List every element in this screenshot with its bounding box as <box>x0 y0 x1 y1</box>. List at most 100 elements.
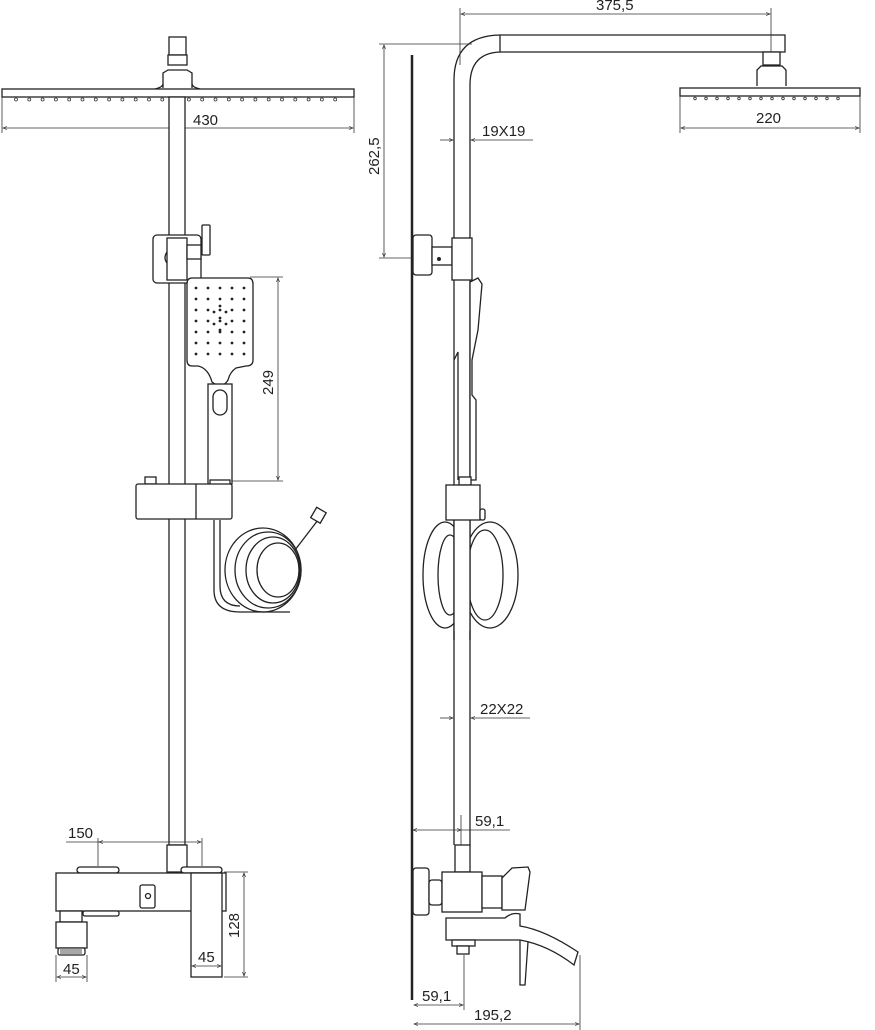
nozzle <box>133 97 138 102</box>
nozzle <box>770 96 774 101</box>
dim-label-45-handle: 45 <box>198 949 215 966</box>
spray-hole <box>206 297 210 301</box>
nozzle <box>213 97 218 102</box>
nozzle <box>54 97 58 102</box>
nozzle <box>737 96 741 101</box>
spray-hole <box>230 286 234 290</box>
spray-hole <box>218 316 222 320</box>
front-view: 430 249 <box>1 36 355 982</box>
shower-arm <box>453 34 786 845</box>
mixer-side <box>412 844 579 986</box>
side-shower-head <box>679 51 861 101</box>
dim-label-220: 220 <box>756 110 781 127</box>
dim-label-150: 150 <box>68 825 93 842</box>
nozzle <box>306 97 311 102</box>
dimension-upper-pipe: 19X19 <box>440 123 533 140</box>
hand-shower-side <box>453 277 483 481</box>
hose-coil <box>213 506 328 613</box>
nozzle <box>704 96 708 101</box>
spray-nozzles <box>194 286 246 356</box>
spray-hole <box>218 308 222 312</box>
nozzle <box>693 96 697 101</box>
nozzle <box>226 97 231 102</box>
nozzle <box>293 97 298 102</box>
spray-hole <box>242 319 246 323</box>
nozzle <box>781 96 785 101</box>
dim-label-45-outlet: 45 <box>63 961 80 978</box>
nozzle <box>80 97 85 102</box>
spray-hole <box>206 319 210 323</box>
dim-label-19x19: 19X19 <box>482 123 525 140</box>
spray-hole <box>230 330 234 334</box>
spray-hole <box>242 308 246 312</box>
spray-hole <box>230 341 234 345</box>
dim-label-195-2: 195,2 <box>474 1007 512 1024</box>
spray-hole <box>194 286 198 290</box>
nozzle <box>40 97 45 102</box>
lower-slide-bracket <box>135 476 233 520</box>
spray-hole <box>242 286 246 290</box>
spray-hole <box>194 308 198 312</box>
dim-label-249: 249 <box>260 370 277 395</box>
dimension-side-head-width: 220 <box>679 96 861 133</box>
rain-shower-head <box>1 36 355 102</box>
spray-hole <box>206 330 210 334</box>
nozzle <box>186 97 191 102</box>
spray-hole <box>194 319 198 323</box>
spray-hole <box>218 297 222 301</box>
spray-hole <box>206 341 210 345</box>
nozzle <box>836 96 840 101</box>
dimension-mixer-height: 128 <box>224 871 248 978</box>
spray-hole <box>206 286 210 290</box>
spray-hole <box>218 330 222 334</box>
nozzle <box>333 97 338 102</box>
dim-label-262-5: 262,5 <box>366 137 383 175</box>
side-view: 375,5 220 19X19 262,5 <box>366 0 861 1030</box>
nozzle <box>748 96 752 101</box>
spray-hole <box>206 352 210 356</box>
spray-hole <box>242 330 246 334</box>
spray-hole <box>230 308 234 312</box>
spray-hole <box>206 308 210 312</box>
dimension-outlet-width: 45 <box>55 955 88 982</box>
spray-hole <box>218 328 222 332</box>
upper-slide-bracket <box>152 224 211 284</box>
nozzle-row <box>693 96 840 101</box>
dimension-handle-width: 45 <box>192 949 221 966</box>
nozzle <box>266 97 271 102</box>
dim-label-128: 128 <box>226 913 243 938</box>
spray-hole <box>218 352 222 356</box>
nozzle <box>240 97 245 102</box>
spray-hole <box>218 304 222 308</box>
nozzle <box>814 96 818 101</box>
nozzle <box>253 97 258 102</box>
spray-hole <box>218 319 222 323</box>
hose-coil-side <box>422 520 519 640</box>
nozzle <box>200 97 205 102</box>
dim-label-375-5: 375,5 <box>596 0 634 14</box>
nozzle <box>67 97 72 102</box>
nozzle <box>280 97 284 102</box>
dimension-pipe-offset: 59,1 <box>413 813 510 845</box>
dimension-lower-pipe: 22X22 <box>440 701 530 718</box>
spray-hole <box>242 341 246 345</box>
spray-hole <box>194 297 198 301</box>
spray-hole <box>224 310 228 314</box>
spray-hole <box>230 297 234 301</box>
nozzle <box>825 96 829 101</box>
nozzle <box>319 97 324 102</box>
hand-shower <box>186 277 254 486</box>
dimension-outlet-offset: 59,1 <box>414 955 465 1010</box>
nozzle <box>93 97 98 102</box>
dimension-arm-reach: 375,5 <box>459 0 772 65</box>
dim-label-59-1-bottom: 59,1 <box>422 988 451 1005</box>
wall-bracket <box>412 234 473 281</box>
spray-hole <box>218 341 222 345</box>
dimension-spout-reach: 195,2 <box>414 955 581 1030</box>
spray-hole <box>194 330 198 334</box>
spray-hole <box>194 352 198 356</box>
spray-hole <box>230 319 234 323</box>
nozzle <box>715 96 719 101</box>
